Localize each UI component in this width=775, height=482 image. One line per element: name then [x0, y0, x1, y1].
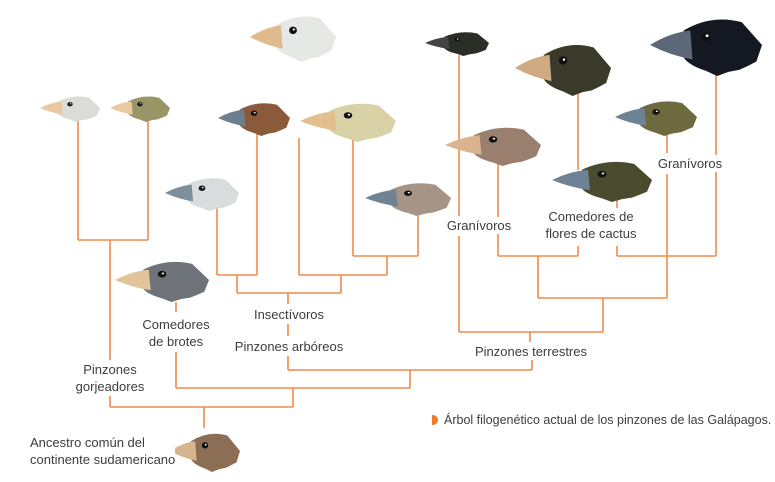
- figure-caption: Árbol filogenético actual de los pinzone…: [432, 413, 771, 427]
- label-pinzones-arboreos: Pinzones arbóreos: [234, 338, 344, 355]
- finch-head-4: [250, 16, 336, 63]
- label-pinzones-terrestres: Pinzones terrestres: [475, 343, 587, 360]
- finch-head-6: [165, 178, 239, 211]
- finch-head-13: [445, 127, 541, 166]
- finch-head-9: [425, 32, 489, 56]
- bullet-icon: [432, 415, 438, 425]
- finch-head-15: [170, 433, 240, 472]
- label-granivoros-2: Granívoros: [657, 155, 723, 172]
- finch-head-14: [552, 161, 652, 202]
- finch-head-2: [110, 96, 170, 122]
- finch-head-1: [40, 96, 100, 122]
- caption-text: Árbol filogenético actual de los pinzone…: [444, 413, 772, 427]
- label-insectivoros: Insectívoros: [253, 306, 325, 323]
- finch-head-3: [218, 103, 290, 136]
- finch-head-11: [650, 19, 762, 77]
- finch-heads: [40, 16, 762, 472]
- finch-head-12: [615, 101, 697, 136]
- finch-head-5: [300, 103, 396, 142]
- tree-branches: [77, 55, 717, 428]
- label-granivoros-1: Granívoros: [446, 217, 512, 234]
- finch-head-7: [365, 183, 451, 216]
- finch-head-8: [115, 261, 209, 302]
- finch-head-10: [515, 44, 611, 96]
